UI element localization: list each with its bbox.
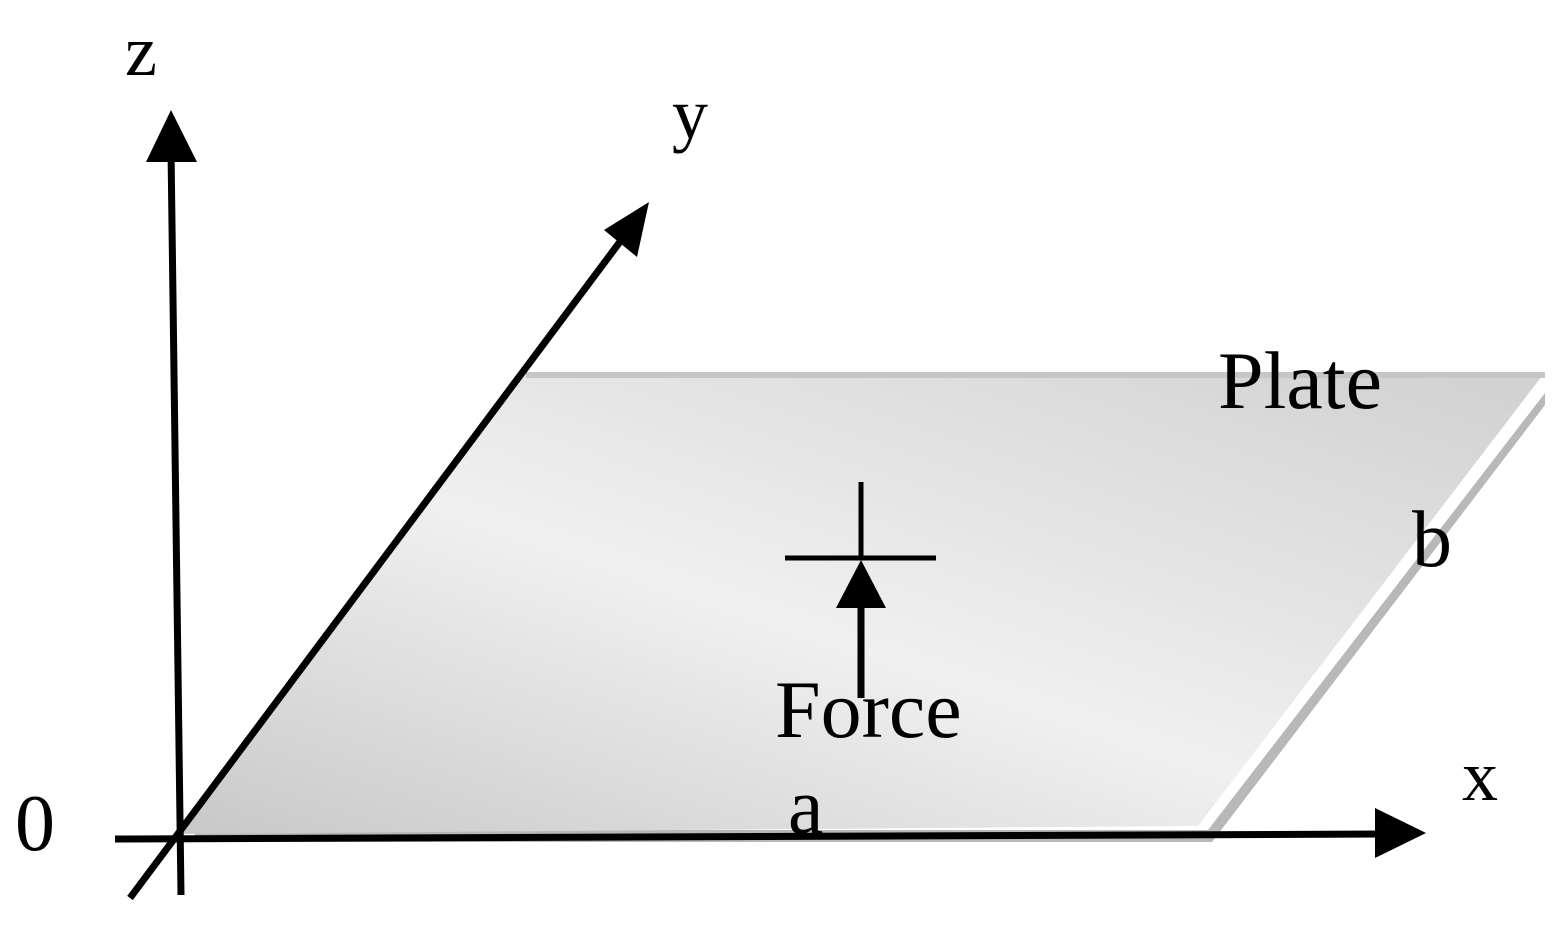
side-a-label: a [788,763,824,851]
side-b-label: b [1412,496,1452,584]
z-axis-label: z [125,11,157,91]
x-axis-arrowhead [1375,808,1426,858]
z-axis-arrowhead [146,110,197,162]
x-axis-line [114,830,1386,843]
y-axis-label: y [672,74,708,154]
z-axis-line [167,149,185,896]
force-label: Force [775,664,962,755]
x-axis-label: x [1462,736,1498,816]
force-arrowhead [836,560,886,608]
y-axis-arrowhead [604,202,649,257]
plate-label: Plate [1218,335,1382,426]
y-axis-line [127,232,628,901]
origin-label: 0 [15,780,55,868]
